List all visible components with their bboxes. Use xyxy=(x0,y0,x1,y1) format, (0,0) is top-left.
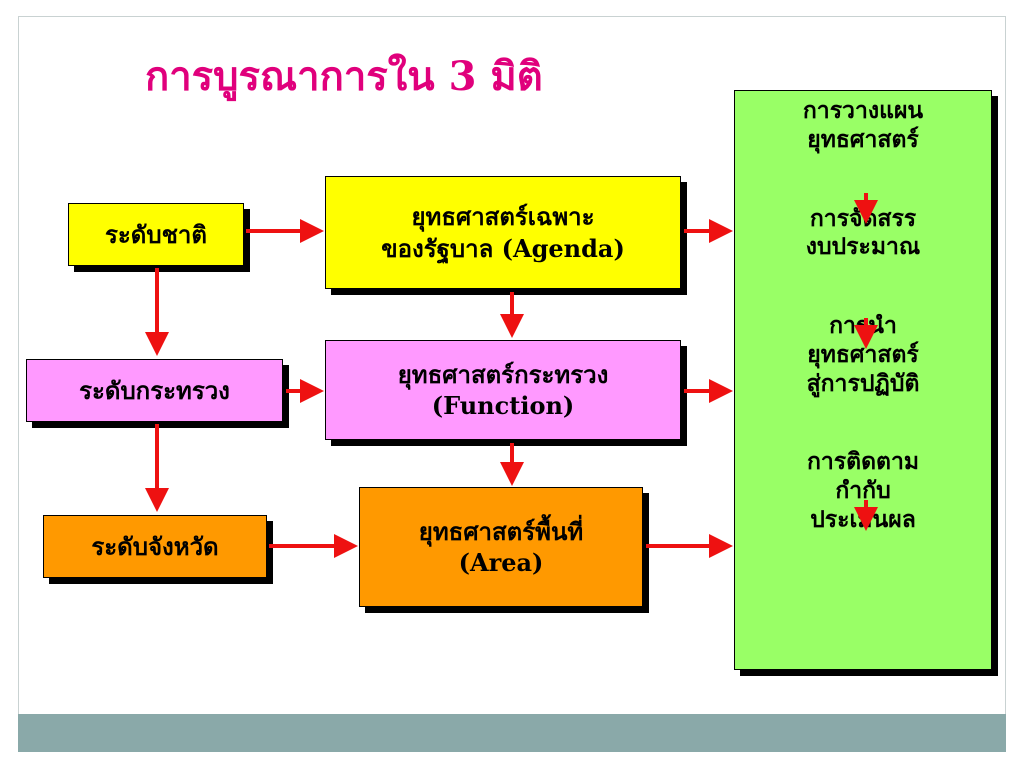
strategy-area-line-1: ยุทธศาสตร์พื้นที่ xyxy=(418,516,584,546)
strategy-function-box: ยุทธศาสตร์กระทรวง (Function) xyxy=(325,340,681,440)
strategy-agenda-box: ยุทธศาสตร์เฉพาะ ของรัฐบาล (Agenda) xyxy=(325,176,681,289)
level-ministry-label: ระดับกระทรวง xyxy=(79,375,230,405)
level-province-box: ระดับจังหวัด xyxy=(43,515,267,578)
strategy-area-line-2: (Area) xyxy=(458,548,544,577)
strategy-function-line-1: ยุทธศาสตร์กระทรวง xyxy=(397,359,609,389)
strategy-agenda-line-1: ยุทธศาสตร์เฉพาะ xyxy=(411,202,595,232)
process-implement-line-3: สู่การปฏิบัติ xyxy=(806,369,920,397)
level-ministry-box: ระดับกระทรวง xyxy=(26,359,283,422)
level-province-label: ระดับจังหวัด xyxy=(91,531,219,561)
strategy-area-box: ยุทธศาสตร์พื้นที่ (Area) xyxy=(359,487,643,607)
slide-title: การบูรณาการใน 3 มิติ xyxy=(145,53,543,100)
process-plan-line-1: การวางแผน xyxy=(802,97,924,124)
process-monitor-line-2: กำกับ xyxy=(835,477,891,504)
strategy-function-line-2: (Function) xyxy=(431,391,575,420)
process-box: การวางแผน ยุทธศาสตร์ การจัดสรร งบประมาณ … xyxy=(734,90,992,670)
footer-band xyxy=(18,714,1006,752)
process-plan-line-2: ยุทธศาสตร์ xyxy=(807,125,919,153)
level-national-label: ระดับชาติ xyxy=(105,219,207,249)
level-national-box: ระดับชาติ xyxy=(68,203,244,266)
strategy-agenda-line-2: ของรัฐบาล (Agenda) xyxy=(381,233,625,263)
process-monitor-line-1: การติดตาม xyxy=(806,448,920,476)
process-budget-line-2: งบประมาณ xyxy=(805,233,921,261)
